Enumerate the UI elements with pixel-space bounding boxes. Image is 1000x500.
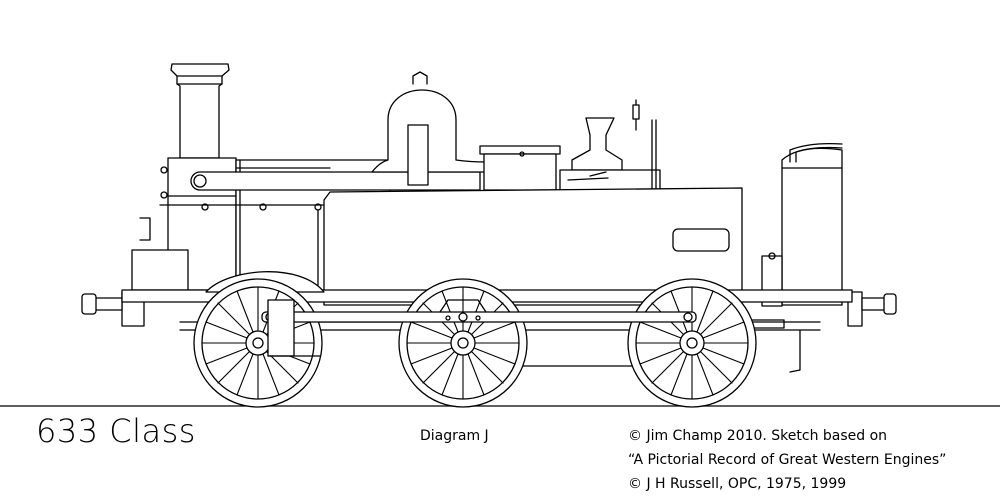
cab	[761, 142, 843, 307]
frame-details	[267, 299, 487, 357]
leading-wheel	[193, 278, 323, 408]
safety-valve	[559, 99, 661, 191]
credit-line-3: © J H Russell, OPC, 1975, 1999	[628, 476, 847, 492]
credit-line-1: © Jim Champ 2010. Sketch based on	[628, 428, 888, 444]
coupling-rod	[261, 311, 697, 323]
chimney	[170, 63, 230, 159]
trailing-wheel	[627, 278, 757, 408]
diagram-label: Diagram J	[420, 428, 489, 444]
driving-wheel	[398, 278, 528, 408]
dome	[371, 71, 487, 186]
side-tank	[323, 187, 743, 306]
class-title: 633 Class	[36, 412, 196, 450]
credit-line-2: “A Pictorial Record of Great Western Eng…	[628, 452, 947, 468]
tank-top-box	[479, 145, 561, 191]
